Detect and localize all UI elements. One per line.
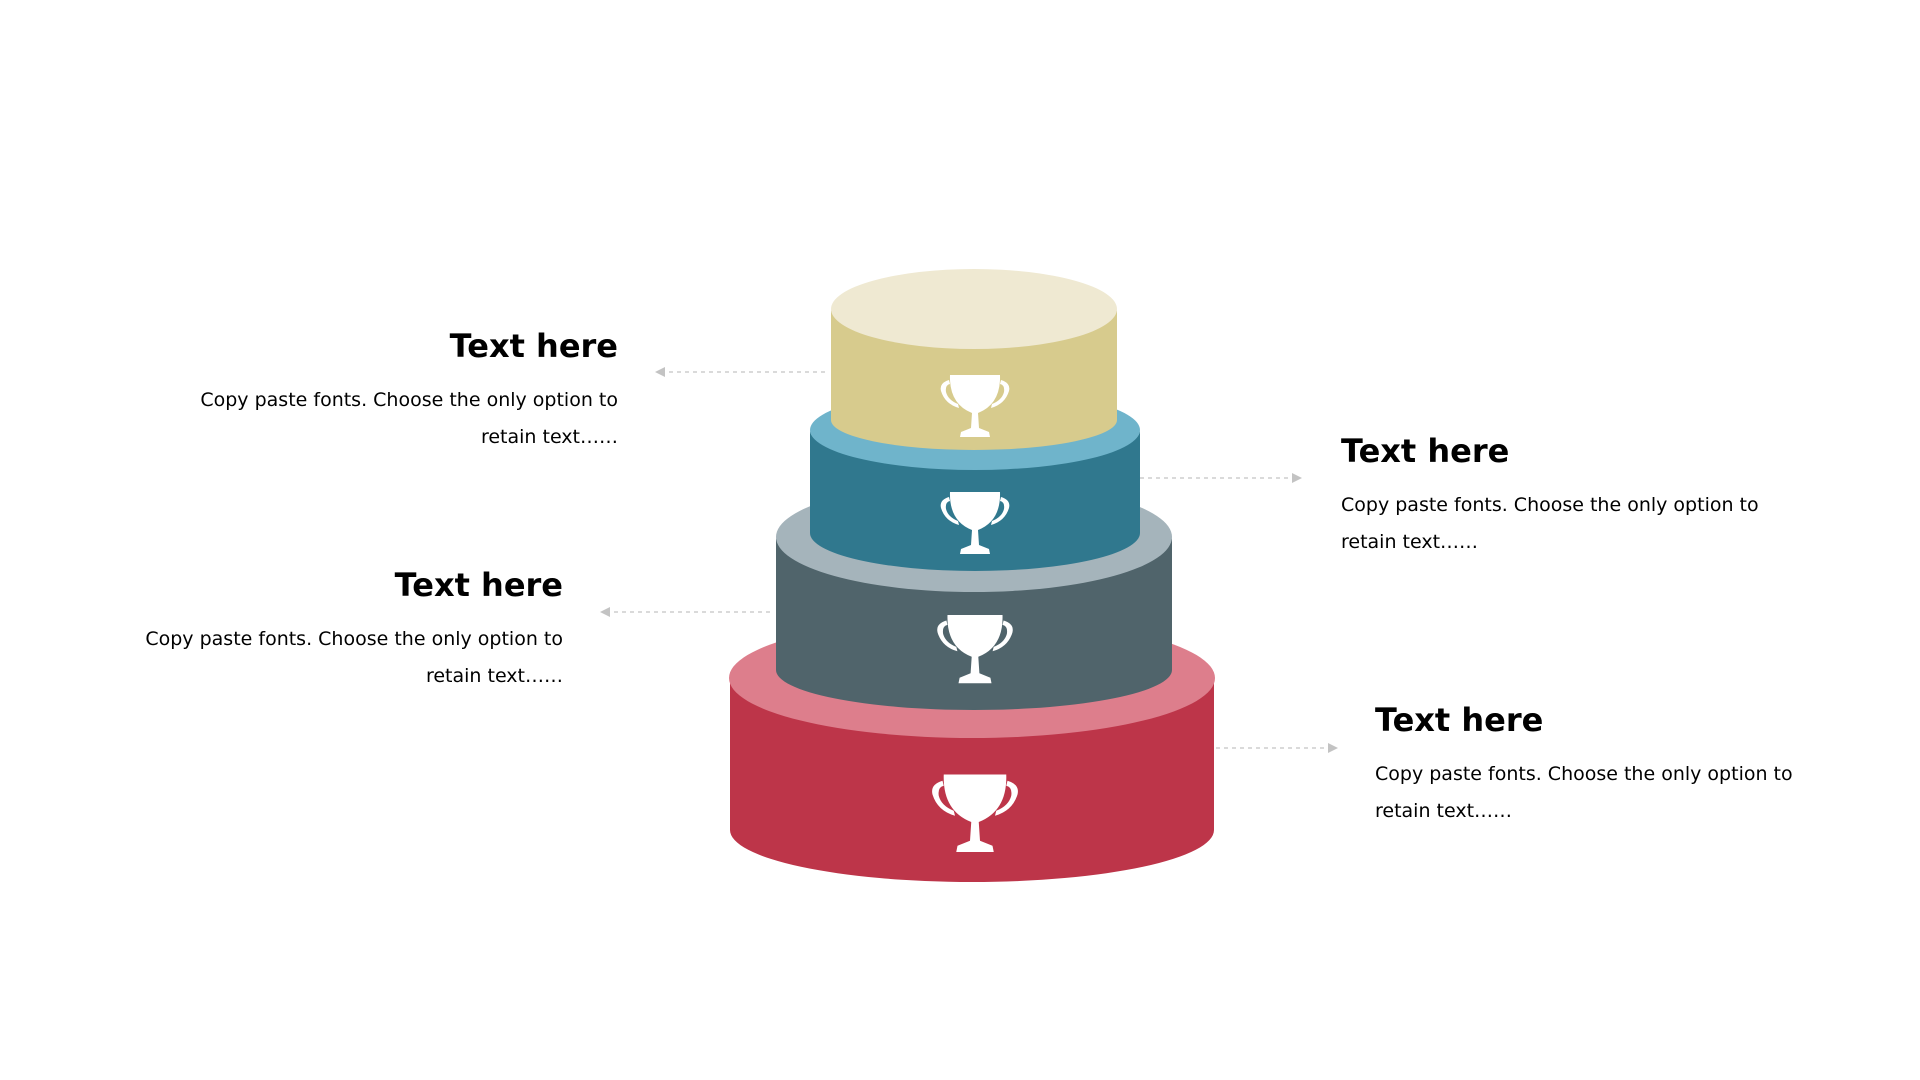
trophy-icon <box>940 375 1010 437</box>
callout-1: Text here Copy paste fonts. Choose the o… <box>178 326 618 456</box>
callout-body: Copy paste fonts. Choose the only option… <box>1341 494 1759 553</box>
callout-title: Text here <box>1341 432 1510 470</box>
callout-body: Copy paste fonts. Choose the only option… <box>200 389 618 448</box>
callout-title: Text here <box>394 566 563 604</box>
tier-1-top <box>831 269 1117 349</box>
trophy-icon <box>937 615 1013 684</box>
callout-body: Copy paste fonts. Choose the only option… <box>145 628 563 687</box>
callout-title: Text here <box>449 327 618 365</box>
callout-body: Copy paste fonts. Choose the only option… <box>1375 763 1793 822</box>
callout-4: Text here Copy paste fonts. Choose the o… <box>1375 700 1815 830</box>
callout-3: Text here Copy paste fonts. Choose the o… <box>123 565 563 695</box>
callout-title: Text here <box>1375 701 1544 739</box>
callout-2: Text here Copy paste fonts. Choose the o… <box>1341 431 1781 561</box>
trophy-icon <box>932 774 1018 852</box>
trophy-icon <box>940 492 1010 554</box>
